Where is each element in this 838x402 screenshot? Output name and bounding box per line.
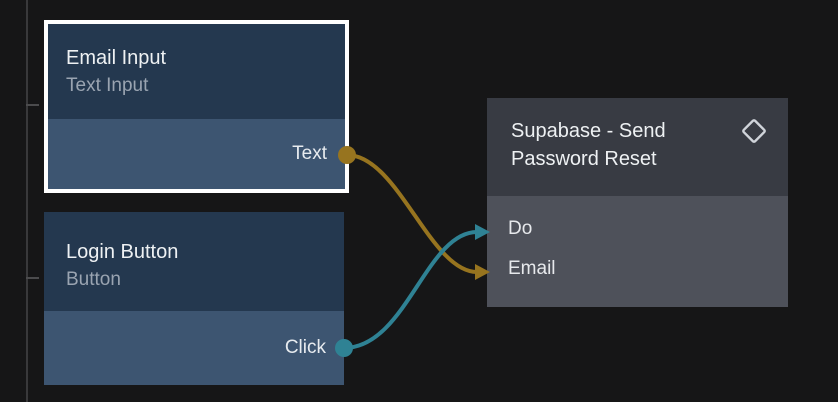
diamond-icon-shape xyxy=(742,119,766,143)
input-port-label-email: Email xyxy=(508,258,556,279)
ruler-guide-line xyxy=(26,0,28,402)
node-supabase-ports: Do Email xyxy=(487,196,788,307)
node-login-button-ports: Click xyxy=(44,311,344,385)
input-port-label-do: Do xyxy=(508,218,533,239)
node-email-input-header[interactable]: Email Input Text Input xyxy=(48,24,345,119)
node-title-line-2: Password Reset xyxy=(511,148,657,170)
node-title-line-1: Supabase - Send xyxy=(511,120,666,142)
node-supabase-header[interactable]: Supabase - Send Password Reset xyxy=(487,98,788,196)
node-login-button[interactable]: Login Button Button Click xyxy=(44,212,344,385)
node-login-button-header[interactable]: Login Button Button xyxy=(44,212,344,311)
node-subtitle: Button xyxy=(66,269,121,290)
output-port-label-click: Click xyxy=(284,337,326,358)
node-title: Login Button xyxy=(66,241,179,263)
node-email-input[interactable]: Email Input Text Input Text xyxy=(44,20,349,193)
wire-click-to-do[interactable] xyxy=(343,230,478,350)
wire-text-to-email[interactable] xyxy=(346,153,478,274)
output-port-label-text: Text xyxy=(292,143,327,164)
input-port-row-do[interactable]: Do xyxy=(508,209,788,249)
node-title: Email Input xyxy=(66,47,167,69)
diamond-icon[interactable] xyxy=(738,115,770,147)
input-port-row-email[interactable]: Email xyxy=(508,249,788,289)
node-supabase-send-password-reset[interactable]: Supabase - Send Password Reset Do Email xyxy=(487,98,788,307)
node-email-input-ports: Text xyxy=(48,119,345,189)
ruler-tick xyxy=(26,277,39,279)
node-subtitle: Text Input xyxy=(66,75,149,96)
ruler-tick xyxy=(26,104,39,106)
